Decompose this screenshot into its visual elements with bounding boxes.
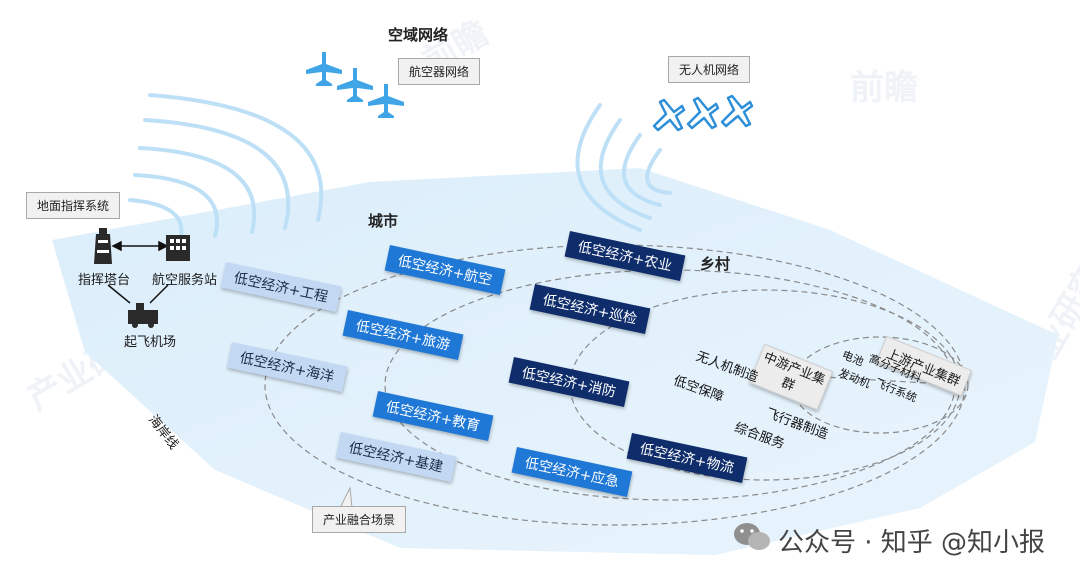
- watermark-text: 公众号 · 知乎 @知小报: [778, 528, 1046, 558]
- ground-plane: [52, 168, 1058, 555]
- airport-icon: [128, 303, 158, 328]
- service-station-label: 航空服务站: [152, 273, 218, 288]
- wechat-icon: [734, 523, 770, 550]
- callout-pointer: [339, 486, 353, 508]
- signal-waves-right: [575, 103, 672, 232]
- service-station-icon: [166, 235, 190, 261]
- drone-network-label: 无人机网络: [668, 56, 751, 83]
- drone-icon: [652, 94, 754, 132]
- aircraft-network-label: 航空器网络: [398, 58, 481, 85]
- tower-icon: [94, 228, 112, 264]
- city-label: 城市: [368, 212, 399, 230]
- fusion-scene-label: 产业融合场景: [312, 506, 407, 533]
- aircraft-icon: [306, 52, 404, 118]
- tower-label: 指挥塔台: [78, 273, 131, 288]
- watermark-logo: 前瞻: [850, 68, 918, 108]
- airspace-title: 空域网络: [388, 26, 449, 44]
- ground-arrows: [107, 240, 169, 304]
- signal-waves-left: [128, 93, 324, 242]
- village-label: 乡村: [700, 255, 731, 273]
- ground-system-label: 地面指挥系统: [26, 192, 121, 219]
- airport-label: 起飞机场: [124, 335, 177, 350]
